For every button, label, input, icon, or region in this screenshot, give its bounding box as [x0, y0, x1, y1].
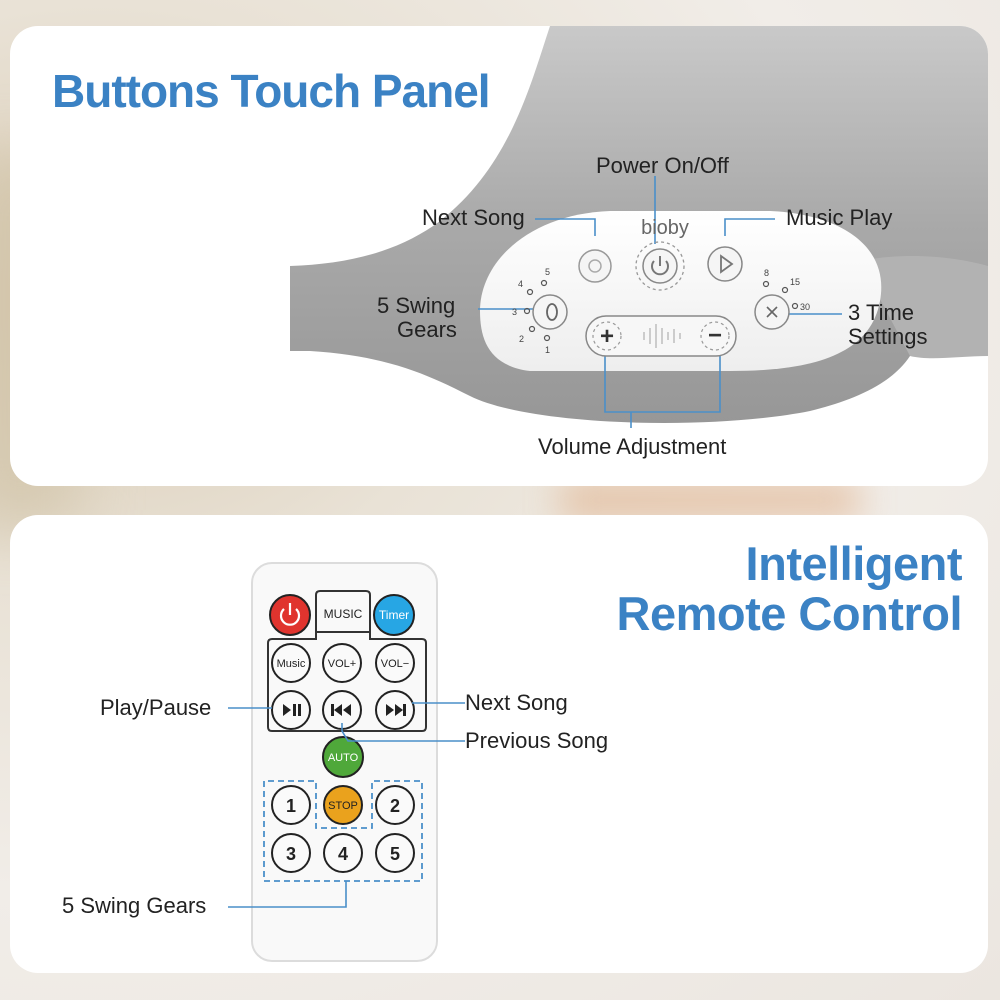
svg-text:MUSIC: MUSIC: [324, 607, 363, 621]
volume-label: Volume Adjustment: [538, 434, 727, 459]
remote-illustration: MUSIC Timer Music VOL+ VOL− AUTO STOP 1 …: [228, 562, 465, 962]
remote-gear-2-button: [375, 785, 415, 825]
remote-control-card: MUSIC Timer Music VOL+ VOL− AUTO STOP 1 …: [10, 515, 988, 973]
svg-text:15: 15: [790, 277, 800, 287]
music-play-label: Music Play: [786, 205, 893, 230]
control-plate: [480, 211, 882, 371]
svg-text:1: 1: [545, 345, 550, 355]
previous-song-label: Previous Song: [465, 728, 609, 753]
swing-gears-label: 5 Swing: [377, 293, 456, 318]
svg-text:2: 2: [390, 796, 400, 816]
minus-symbol: −: [708, 322, 722, 349]
sound-wave-icon: [643, 324, 681, 348]
device-illustration: bioby + − 5 4 3 2 1 8 15 30: [290, 26, 988, 428]
svg-text:1: 1: [286, 796, 296, 816]
remote-callout-lines: [228, 702, 465, 908]
next-song-label: Next Song: [422, 205, 525, 230]
svg-text:3: 3: [286, 844, 296, 864]
remote-gear-4-button: [323, 833, 363, 873]
svg-text:2: 2: [519, 334, 524, 344]
remote-auto-button: [322, 736, 364, 778]
remote-next-button: [375, 690, 415, 730]
svg-text:STOP: STOP: [328, 800, 358, 812]
remote-title: Intelligent Remote Control: [617, 539, 963, 639]
remote-power-button: [269, 594, 311, 636]
remote-gear-5-button: [375, 833, 415, 873]
svg-text:30: 30: [800, 302, 810, 312]
svg-text:5: 5: [390, 844, 400, 864]
remote-play-pause-button: [271, 690, 311, 730]
remote-vol-up-button: [322, 643, 362, 683]
power-touch-button: [635, 241, 685, 291]
volume-touch-bar: [585, 315, 737, 357]
power-label: Power On/Off: [596, 153, 729, 178]
time-dial-marks: 8 15 30: [764, 268, 810, 312]
remote-music-button: [271, 643, 311, 683]
swing-gears-outline: [263, 780, 423, 882]
touch-panel-card: bioby + − 5 4 3 2 1 8 15 30 Buttons Touc…: [10, 26, 988, 486]
next-song-touch-button: [578, 249, 612, 283]
remote-previous-button: [322, 690, 362, 730]
svg-text:Timer: Timer: [379, 608, 409, 622]
brand-logo: bioby: [641, 217, 689, 239]
music-play-touch-button: [707, 246, 743, 282]
svg-text:AUTO: AUTO: [328, 752, 359, 764]
swing-gears-label-2: Gears: [397, 317, 457, 342]
swing-dial-marks: 5 4 3 2 1: [512, 267, 550, 355]
swing-gears-dial: [523, 279, 568, 342]
svg-text:3: 3: [512, 307, 517, 317]
remote-gear-3-button: [271, 833, 311, 873]
svg-text:5: 5: [545, 267, 550, 277]
plus-symbol: +: [600, 323, 614, 350]
background-blur: [560, 480, 860, 520]
svg-text:4: 4: [338, 844, 348, 864]
remote-gear-1-button: [271, 785, 311, 825]
swing-gears-remote-label: 5 Swing Gears: [62, 893, 207, 918]
remote-vol-down-button: [375, 643, 415, 683]
time-settings-label-2: Settings: [848, 324, 928, 349]
svg-text:VOL−: VOL−: [381, 658, 409, 670]
play-pause-label: Play/Pause: [100, 695, 212, 720]
remote-stop-button: [323, 785, 363, 825]
touch-panel-title: Buttons Touch Panel: [52, 65, 491, 117]
svg-text:4: 4: [518, 279, 523, 289]
next-song-remote-label: Next Song: [465, 690, 568, 715]
time-settings-label: 3 Time: [848, 300, 915, 325]
remote-title-line2: Remote Control: [616, 587, 963, 640]
svg-text:8: 8: [764, 268, 769, 278]
remote-title-line1: Intelligent: [745, 537, 963, 590]
svg-text:VOL+: VOL+: [328, 658, 356, 670]
remote-timer-button: [373, 594, 415, 636]
time-settings-dial: [754, 280, 799, 330]
svg-text:Music: Music: [277, 658, 306, 670]
